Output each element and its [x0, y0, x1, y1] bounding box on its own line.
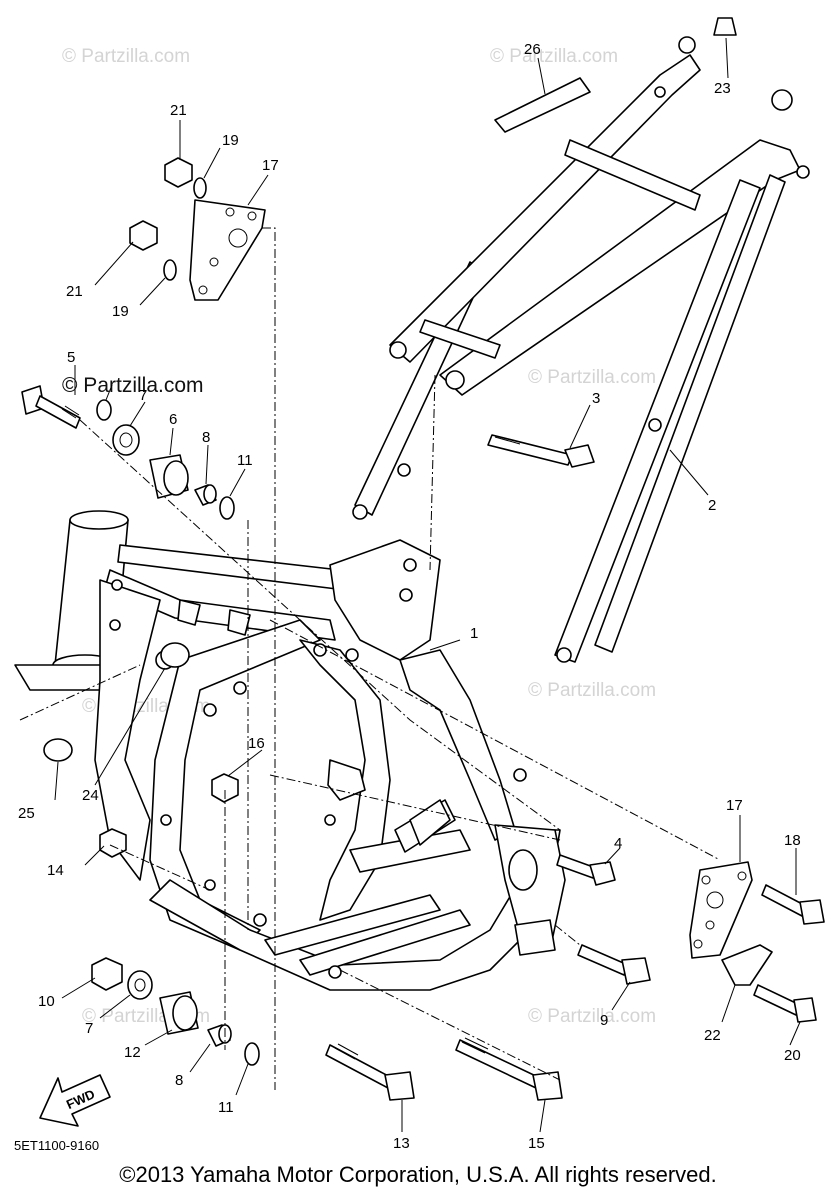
watermark-dark: © Partzilla.com	[62, 374, 204, 397]
watermark: © Partzilla.com	[62, 46, 190, 67]
callout-3: 3	[592, 390, 600, 407]
washer-19a	[193, 177, 207, 199]
callout-13: 13	[393, 1135, 410, 1152]
upper-engine-bracket	[189, 199, 266, 301]
callout-1: 1	[470, 625, 478, 642]
collar-8-lower	[207, 1024, 232, 1047]
callout-8-lower: 8	[175, 1072, 183, 1089]
callout-15: 15	[528, 1135, 545, 1152]
callout-8-upper: 8	[202, 429, 210, 446]
frame-parts-diagram: © Partzilla.com © Partzilla.com © Partzi…	[14, 17, 825, 1152]
callout-9: 9	[600, 1012, 608, 1029]
nut-7-upper	[112, 424, 140, 456]
bolt-3	[487, 434, 595, 468]
callout-11-lower: 11	[218, 1099, 234, 1116]
callout-17-lower: 17	[726, 797, 743, 814]
plug-25	[43, 738, 73, 762]
callout-6: 6	[169, 411, 177, 428]
washer-11-mid	[219, 496, 235, 520]
nut-21b	[129, 220, 158, 251]
bolt-13	[325, 1043, 415, 1101]
callout-18: 18	[784, 832, 801, 849]
callout-25: 25	[18, 805, 35, 822]
callout-21-upper: 21	[170, 102, 187, 119]
watermark: © Partzilla.com	[528, 1006, 656, 1027]
callout-7-lower: 7	[85, 1020, 93, 1037]
strap-26	[494, 77, 591, 133]
callout-16: 16	[248, 735, 265, 752]
nut-16	[211, 773, 239, 803]
washer-11-lower	[244, 1042, 260, 1066]
callout-22: 22	[704, 1027, 721, 1044]
callout-24: 24	[82, 787, 99, 804]
washer-19b	[163, 259, 177, 281]
callout-14: 14	[47, 862, 64, 879]
bolt-18	[761, 884, 825, 925]
washer-11-upper	[96, 399, 112, 421]
rear-frame	[352, 36, 810, 663]
nut-14	[99, 828, 127, 858]
callout-4: 4	[614, 835, 622, 852]
callout-11-upper: 11	[237, 452, 253, 469]
bolt-9	[577, 944, 651, 985]
callout-19-upper: 19	[222, 132, 239, 149]
copyright-notice: ©2013 Yamaha Motor Corporation, U.S.A. A…	[119, 1162, 717, 1187]
bracket-22	[721, 944, 773, 986]
bolt-4	[556, 854, 616, 886]
bolt-5	[21, 385, 81, 429]
plug-24	[160, 642, 190, 668]
fwd-arrow: FWD	[39, 1074, 111, 1127]
callout-21-lower: 21	[66, 283, 83, 300]
collar-8-upper	[194, 484, 217, 506]
callout-12: 12	[124, 1044, 141, 1061]
callout-19-lower: 19	[112, 303, 129, 320]
watermark: © Partzilla.com	[528, 680, 656, 701]
callout-23: 23	[714, 80, 731, 97]
callout-5: 5	[67, 349, 75, 366]
nut-21a	[164, 157, 193, 188]
bolt-15	[455, 1037, 563, 1101]
nut-10	[91, 957, 123, 991]
main-frame	[14, 510, 566, 991]
assembly-lines	[19, 227, 721, 1090]
cap-23	[713, 17, 737, 36]
leader-lines	[54, 37, 801, 1133]
watermark: © Partzilla.com	[490, 46, 618, 67]
diagram-code: 5ET1100-9160	[14, 1138, 100, 1153]
callouts: 1 2 3 4 5 6 7 7 8 8 9 10 11 11 12 13 14 …	[18, 41, 801, 1152]
callout-2: 2	[708, 497, 716, 514]
watermark: © Partzilla.com	[528, 367, 656, 388]
callout-17-upper: 17	[262, 157, 279, 174]
lower-engine-bracket	[689, 861, 753, 959]
callout-7-upper: 7	[139, 387, 147, 404]
callout-26: 26	[524, 41, 541, 58]
collar-6	[149, 454, 189, 499]
collar-12	[159, 991, 199, 1035]
callout-10: 10	[38, 993, 55, 1010]
nut-7-lower	[127, 970, 153, 1000]
callout-20: 20	[784, 1047, 801, 1064]
bolt-20	[753, 984, 817, 1023]
